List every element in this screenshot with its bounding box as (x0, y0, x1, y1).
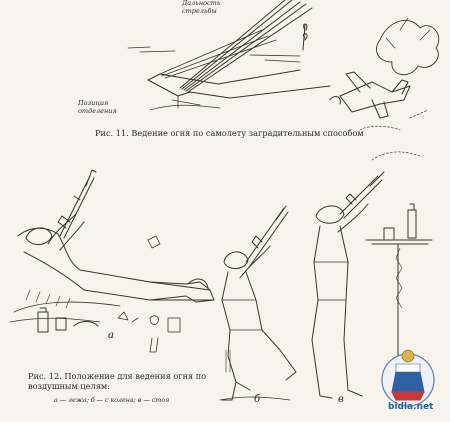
figure-11-caption: Рис. 11. Ведение огня по самолету заград… (95, 128, 364, 138)
position-label: Позиция отделения (78, 99, 117, 115)
figure-letter-a: а (108, 330, 114, 341)
figure-12-caption: Рис. 12. Положение для ведения огня по в… (28, 371, 207, 391)
rifle-icon (57, 169, 97, 239)
soldier-prone-figure (9, 169, 215, 353)
rifle-icon (245, 205, 289, 267)
barrage-fire-diagram (127, 0, 440, 131)
range-label: Дальность стрельбы (182, 0, 221, 15)
soldier-kneeling-figure (219, 205, 297, 401)
soldier-standing-figure (311, 151, 433, 399)
figure-12-subcaption: а — лежа; б — с колена; в — стоя (54, 397, 170, 404)
rifle-icon (339, 171, 385, 219)
aircraft-icon (329, 71, 411, 119)
emblem-icon (381, 349, 435, 407)
figure-letter-v: в (338, 394, 344, 405)
watermark-text: bidla.net (388, 402, 434, 412)
figure-letter-b: б (254, 394, 261, 405)
